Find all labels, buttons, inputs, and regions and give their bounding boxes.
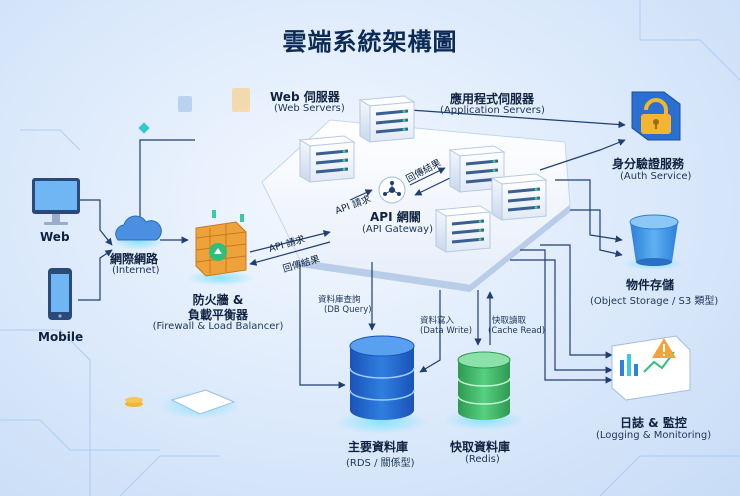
- page-title: 雲端系統架構圖: [282, 28, 458, 56]
- api-gateway-label-en: (API Gateway): [362, 224, 433, 235]
- decorative-chip-platform: [125, 389, 240, 419]
- cache-db-label-en: (Redis): [465, 454, 500, 465]
- firewall-label-en: (Firewall & Load Balancer): [152, 321, 284, 332]
- web-servers-label: Web 伺服器: [270, 90, 340, 104]
- internet-cloud-icon: [112, 215, 164, 250]
- cache-db-label: 快取資料庫: [450, 440, 511, 454]
- object-storage-label-en: (Object Storage / S3 類型): [590, 296, 719, 307]
- main-db-label-en: (RDS / 關係型): [346, 458, 415, 469]
- app-servers-label-en: (Application Servers): [440, 105, 545, 116]
- flow-data-write-en-label: (Data Write): [420, 326, 473, 336]
- web-servers-label-en: (Web Servers): [274, 103, 345, 114]
- internet-label-en: (Internet): [112, 265, 160, 276]
- cache-database-icon: [444, 351, 524, 430]
- flow-cache-read-en-label: (Cache Read): [488, 326, 546, 336]
- flow-db-query-label: 資料庫查詢: [318, 295, 361, 305]
- flow-db-query-en-label: (DB Query): [324, 305, 372, 315]
- app-servers-label: 應用程式伺服器: [450, 92, 535, 106]
- api-gateway-hub-icon: [378, 176, 406, 204]
- main-db-label: 主要資料庫: [348, 440, 409, 454]
- flow-cache-read-label: 快取讀取: [492, 316, 527, 326]
- platform-edge: [300, 205, 570, 292]
- connection-lines: [78, 109, 626, 389]
- web-server-box-2: [358, 95, 416, 143]
- app-server-box-2: [490, 173, 548, 221]
- server-stacks: [298, 95, 548, 253]
- auth-service-label: 身分驗證服務: [612, 157, 685, 171]
- api-gateway-label: API 網關: [370, 210, 421, 224]
- auth-service-label-en: (Auth Service): [620, 171, 692, 182]
- web-server-box-1: [298, 135, 356, 183]
- firewall-icon: [186, 210, 254, 286]
- logging-dashboard-icon: [611, 335, 691, 401]
- object-storage-label: 物件存儲: [626, 278, 675, 292]
- firewall-label-1: 防火牆 &: [192, 293, 244, 307]
- internet-label: 網際網路: [110, 252, 159, 266]
- web-client-label: Web: [40, 230, 70, 244]
- auth-lock-icon: [631, 91, 681, 141]
- logging-label: 日誌 & 監控: [620, 416, 687, 430]
- object-storage-bucket-icon: [624, 214, 684, 270]
- firewall-label-2: 負載平衡器: [187, 308, 248, 322]
- flow-data-write-label: 資料寫入: [420, 316, 455, 326]
- decorative-cube-icons: [138, 88, 250, 134]
- mobile-client-label: Mobile: [38, 330, 84, 344]
- app-server-box-3: [434, 205, 492, 253]
- main-database-icon: [336, 335, 428, 434]
- web-client-monitor-icon: [32, 178, 80, 225]
- logging-label-en: (Logging & Monitoring): [596, 430, 712, 441]
- mobile-client-phone-icon: [48, 268, 72, 320]
